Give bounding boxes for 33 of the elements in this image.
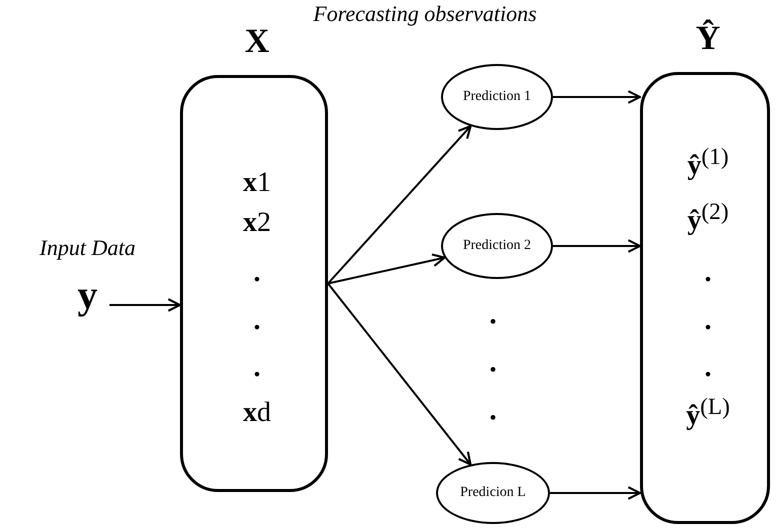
prediction-ellipse (441, 213, 553, 279)
prediction-label: Predicion L (460, 485, 526, 501)
ellipsis-dot: . (704, 354, 712, 382)
prediction-label: Prediction 2 (462, 238, 532, 254)
ellipsis-dot: . (704, 259, 712, 287)
arrow (553, 239, 642, 253)
arrow (110, 298, 182, 312)
ellipsis-dot: . (704, 307, 712, 335)
arrow (327, 125, 472, 284)
arrow (327, 282, 472, 466)
vector-symbol: xd (243, 399, 271, 427)
variable-symbol: y (78, 275, 98, 315)
ellipsis-dot: • (490, 408, 496, 428)
vector-symbol: ŷ$^{(1)}$ (687, 146, 729, 180)
input-label: Input Data (40, 237, 136, 259)
vector-symbol: x1 (243, 169, 271, 197)
vector-symbol: ŷ$^{(L)}$ (686, 396, 730, 430)
prediction-ellipse (441, 64, 553, 130)
ellipsis-dot: . (254, 354, 260, 382)
caption-text: Forecasting observations (313, 3, 537, 25)
prediction-label: Prediction 1 (462, 89, 532, 105)
ellipsis-dot: . (254, 259, 260, 287)
matrix-heading: Ŷ (696, 22, 720, 56)
matrix-heading: X (244, 25, 270, 59)
arrow (550, 486, 642, 500)
vector-symbol: x2 (243, 209, 271, 237)
prediction-ellipse (436, 462, 550, 524)
ellipsis-dot: • (490, 360, 496, 380)
ellipsis-dot: . (254, 307, 260, 335)
arrow (553, 90, 642, 104)
vector-symbol: ŷ$^{(2)}$ (687, 200, 729, 236)
arrow (328, 253, 446, 284)
ellipsis-dot: • (490, 312, 496, 332)
